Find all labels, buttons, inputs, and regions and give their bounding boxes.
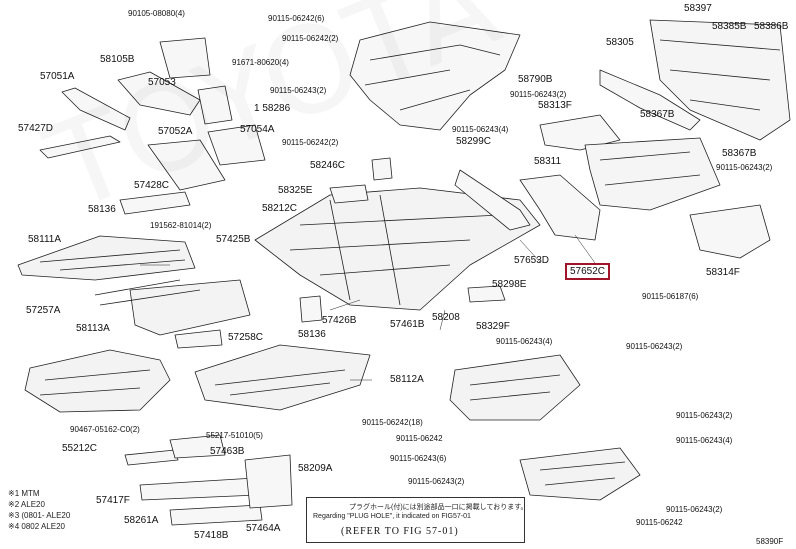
part-label: 57418B bbox=[194, 530, 229, 541]
part-shape bbox=[254, 187, 541, 311]
part-label: 58367B bbox=[722, 148, 757, 159]
part-label: 58790B bbox=[518, 74, 553, 85]
note-japanese: プラグホール(付)には別途部品一口に掲載しております。 bbox=[349, 504, 528, 511]
part-label: 58111A bbox=[28, 234, 61, 245]
part-label: 55212C bbox=[62, 443, 98, 454]
part-label: 58261A bbox=[124, 515, 159, 526]
part-label: 57258C bbox=[228, 332, 264, 343]
part-label: 57427D bbox=[18, 123, 54, 134]
part-label: 1 58286 bbox=[254, 103, 291, 114]
part-label: 58385B bbox=[712, 21, 747, 32]
part-label: 55217-51010(5) bbox=[206, 431, 263, 440]
part-label: 58113A bbox=[76, 323, 110, 334]
part-shape bbox=[649, 19, 791, 141]
part-label: 90115-06243(4) bbox=[676, 436, 733, 445]
part-label: 90115-06243(4) bbox=[452, 125, 509, 134]
part-label: 90105-08080(4) bbox=[128, 9, 185, 18]
part-label: 90115-06242 bbox=[396, 434, 443, 443]
part-label: 90115-06242 bbox=[636, 518, 683, 527]
reference-note: プラグホール(付)には別途部品一口に掲載しております。 Regarding "P… bbox=[306, 497, 528, 543]
part-label: 191562-81014(2) bbox=[150, 221, 212, 230]
part-label: 57426B bbox=[322, 315, 357, 326]
legend-item: ※3 (0801- ALE20 bbox=[8, 511, 71, 520]
part-label: 58298E bbox=[492, 279, 527, 290]
part-label: 58212C bbox=[262, 203, 298, 214]
part-label: 58208 bbox=[432, 312, 460, 323]
part-label: 58299C bbox=[456, 136, 492, 147]
part-label: 58325E bbox=[278, 185, 313, 196]
part-label: 90115-06242(6) bbox=[268, 14, 325, 23]
part-label: 57417F bbox=[96, 495, 130, 506]
part-label: 58305 bbox=[606, 37, 634, 48]
part-label: 90115-06243(4) bbox=[496, 337, 553, 346]
part-label: 58105B bbox=[100, 54, 135, 65]
figure-code: 58390F bbox=[756, 537, 784, 546]
part-label: 90115-06242(18) bbox=[362, 418, 423, 427]
part-label: 57257A bbox=[26, 305, 61, 316]
part-label: 57461B bbox=[390, 319, 425, 330]
part-label: 57053 bbox=[148, 77, 176, 88]
part-label: 57428C bbox=[134, 180, 170, 191]
part-shape bbox=[24, 349, 171, 413]
part-label: 58136 bbox=[298, 329, 326, 340]
part-label: 58136 bbox=[88, 204, 116, 215]
part-label: 90115-06243(6) bbox=[390, 454, 447, 463]
part-label: 90115-06242(2) bbox=[282, 138, 339, 147]
part-shape bbox=[17, 235, 196, 281]
part-label: 57464A bbox=[246, 523, 281, 534]
part-label: 91671-80620(4) bbox=[232, 58, 289, 67]
part-label: 58397 bbox=[684, 3, 712, 14]
part-label: 90115-06243(2) bbox=[666, 505, 723, 514]
part-label: 57054A bbox=[240, 124, 275, 135]
note-english: Regarding "PLUG HOLE", it indicated on F… bbox=[313, 513, 471, 520]
part-label: 90115-06243(2) bbox=[626, 342, 683, 351]
part-label: 58112A bbox=[390, 374, 424, 385]
part-label: 58209A bbox=[298, 463, 333, 474]
part-label: 90115-06243(2) bbox=[408, 477, 465, 486]
part-label: 58386B bbox=[754, 21, 789, 32]
part-label: 58314F bbox=[706, 267, 740, 278]
part-label: 57653D bbox=[514, 255, 550, 266]
part-label: 90115-06243(2) bbox=[270, 86, 327, 95]
part-label: 90115-06243(2) bbox=[716, 163, 773, 172]
part-label: 58329F bbox=[476, 321, 510, 332]
part-label: 57463B bbox=[210, 446, 245, 457]
part-label: 57051A bbox=[40, 71, 75, 82]
part-label: 58313F bbox=[538, 100, 572, 111]
legend-item: ※4 0802 ALE20 bbox=[8, 522, 65, 531]
part-label: 90115-06243(2) bbox=[676, 411, 733, 420]
legend-item: ※1 MTM bbox=[8, 489, 40, 498]
part-label: 90467-05162-C0(2) bbox=[70, 425, 140, 434]
part-label: 58311 bbox=[534, 156, 562, 167]
part-label: 58367B bbox=[640, 109, 675, 120]
part-label: 90115-06187(6) bbox=[642, 292, 699, 301]
part-label: 90115-06243(2) bbox=[510, 90, 567, 99]
legend-item: ※2 ALE20 bbox=[8, 500, 45, 509]
highlighted-part-label[interactable]: 57652C bbox=[565, 263, 611, 280]
part-label: 90115-06242(2) bbox=[282, 34, 339, 43]
part-label: 57425B bbox=[216, 234, 251, 245]
note-refer-link[interactable]: (REFER TO FIG 57-01) bbox=[341, 526, 459, 537]
part-label: 57052A bbox=[158, 126, 193, 137]
part-label: 58246C bbox=[310, 160, 346, 171]
